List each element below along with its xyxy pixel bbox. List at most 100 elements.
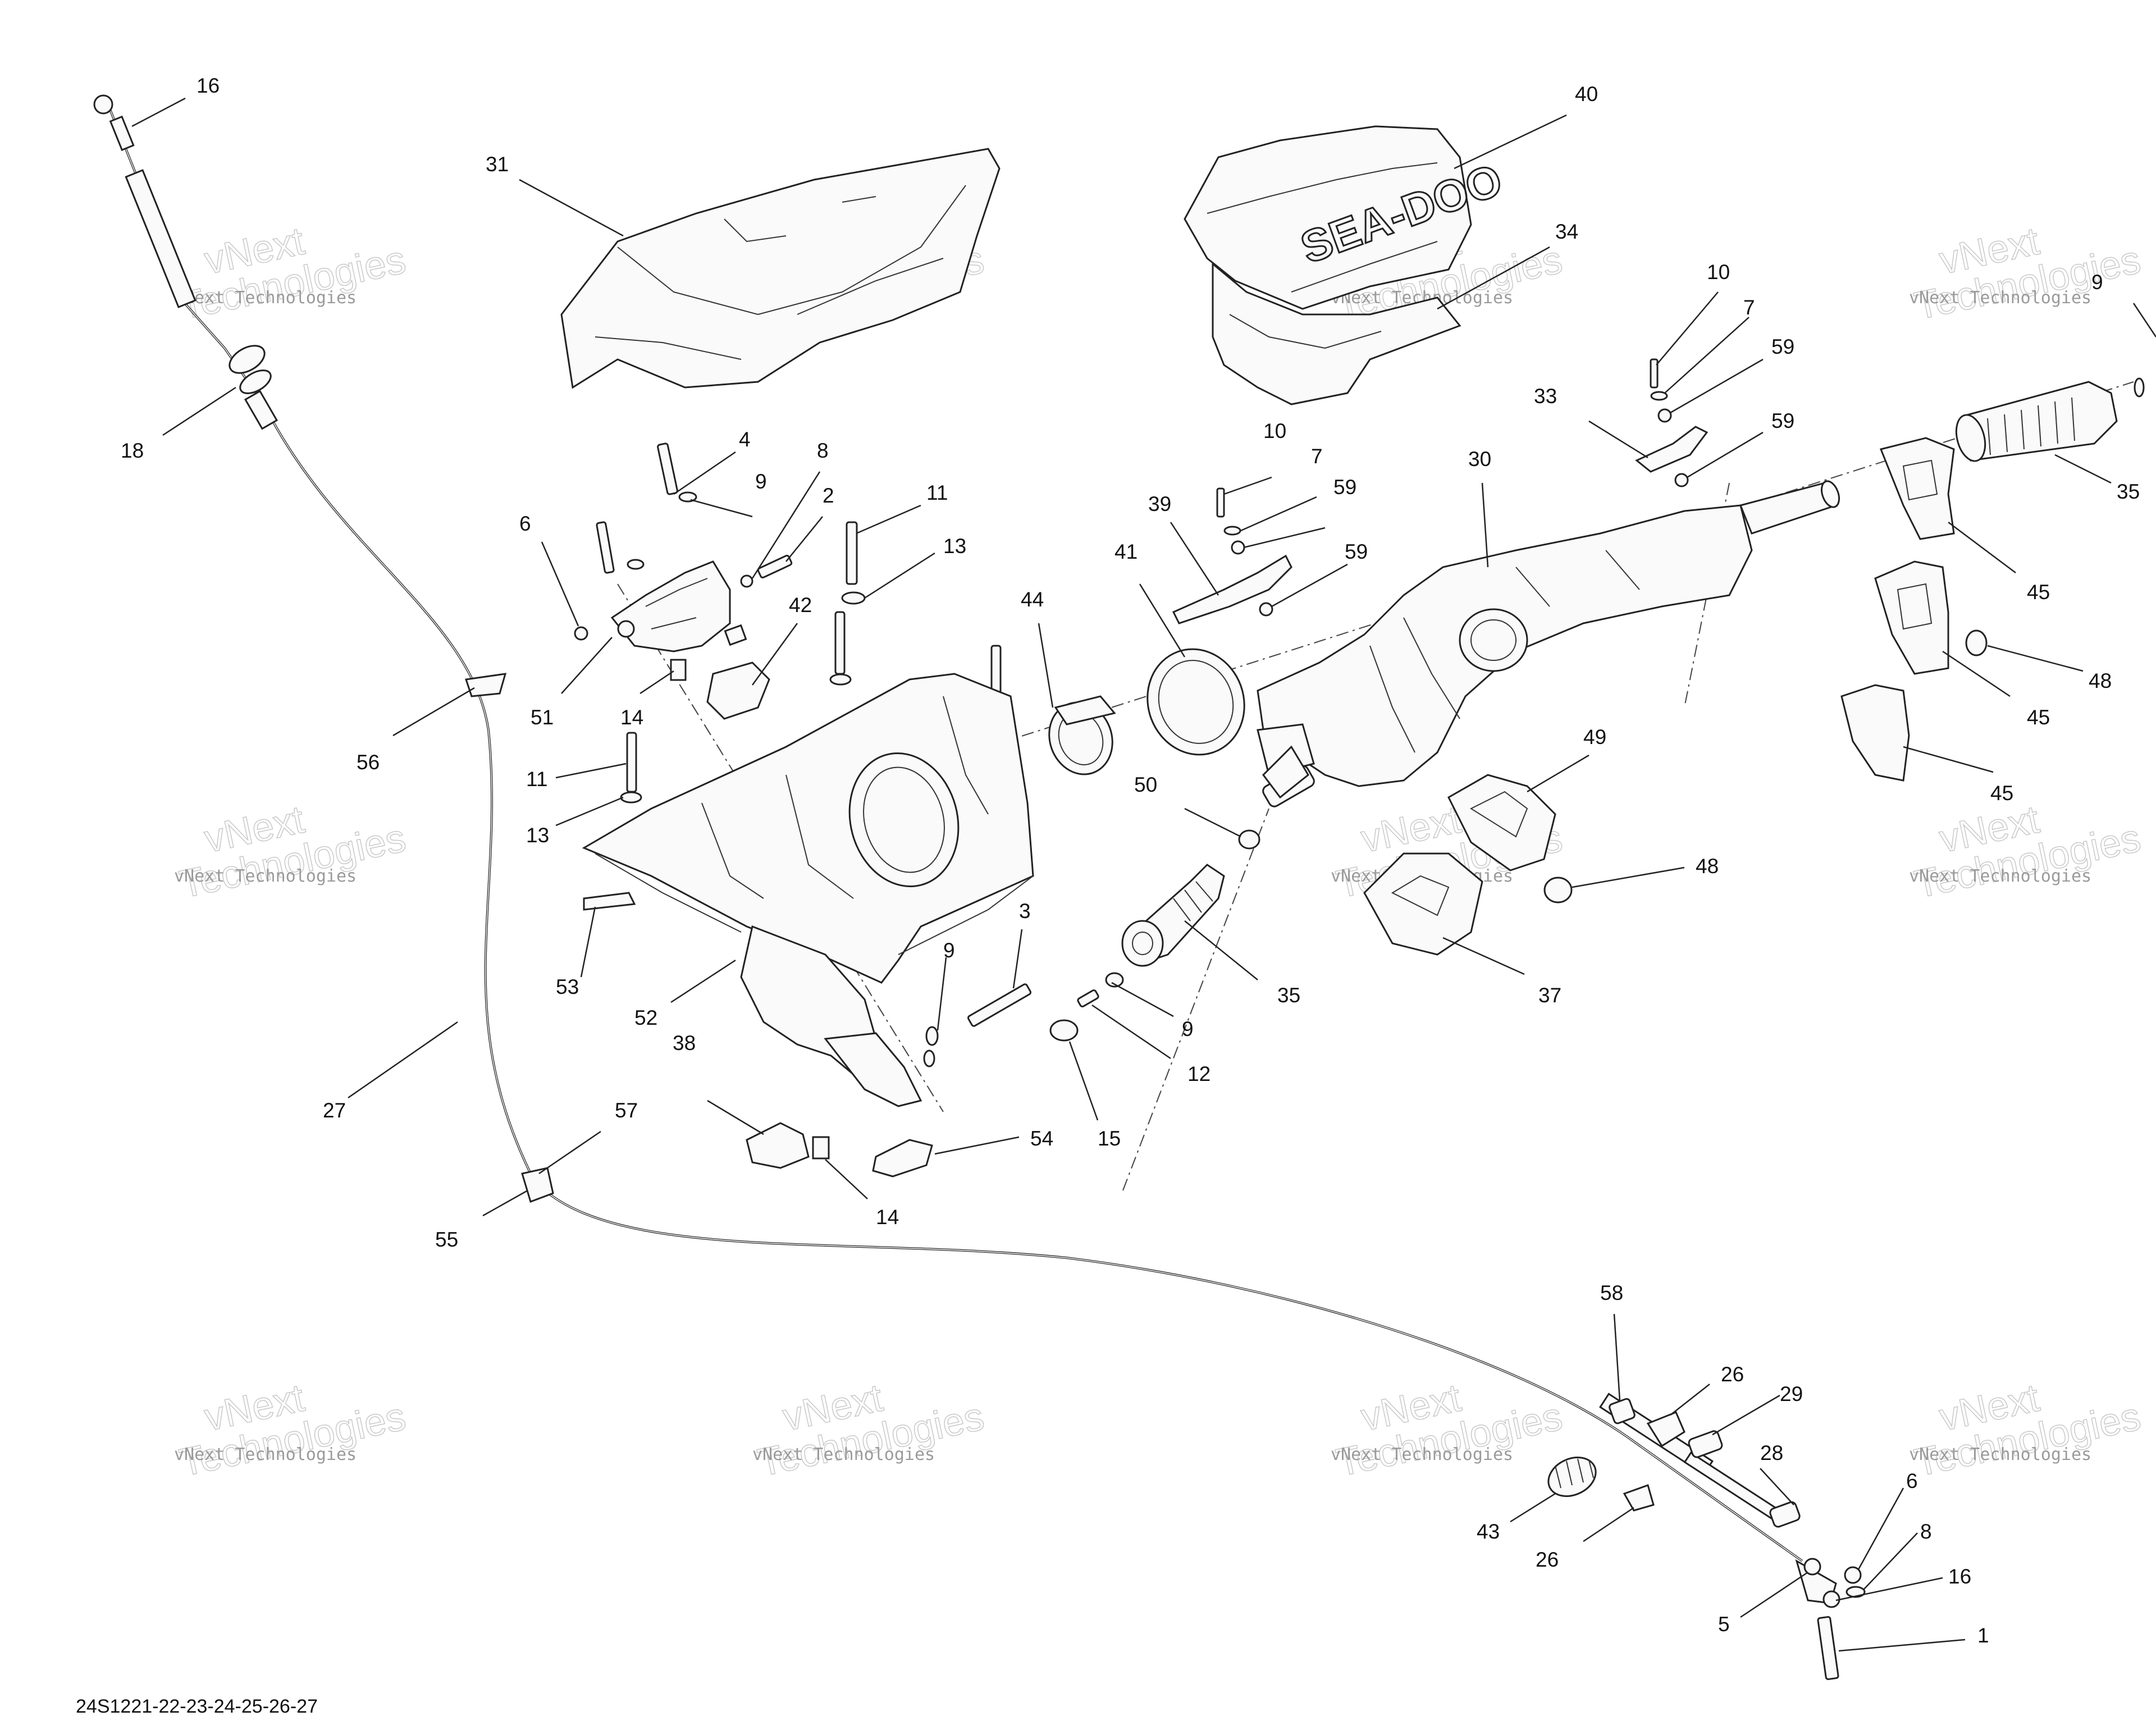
callout-label: 59 (1771, 335, 1794, 358)
callout-label: 5 (1718, 1613, 1730, 1636)
steering-support-52 (582, 673, 1034, 1107)
callout-label: 33 (1534, 385, 1557, 408)
washer-8 (740, 574, 753, 588)
watermark: vNext Technologies vNext Technologies (174, 218, 410, 328)
steering-bracket-51 (610, 560, 731, 652)
callout-label: 8 (1920, 1520, 1932, 1543)
callout-label: 9 (755, 470, 767, 493)
callout-label: 26 (1536, 1548, 1559, 1571)
callout-label: 29 (1780, 1382, 1803, 1405)
callout-label: 52 (634, 1006, 657, 1029)
diagram-reference-code: 24S1221-22-23-24-25-26-27 (76, 1696, 318, 1717)
callout-label: 27 (323, 1099, 346, 1122)
callout-label: 44 (1021, 588, 1044, 611)
callout-label: 11 (526, 768, 547, 791)
switch-33 (1635, 358, 1709, 487)
callout-label: 7 (1743, 296, 1755, 319)
grip-35-left (1049, 829, 1260, 1042)
nut-5 (1803, 1558, 1821, 1576)
callout-label: 3 (1019, 900, 1031, 923)
grommet-54 (872, 1139, 933, 1178)
callout-labels: 16 18 31 40 34 10 7 59 33 59 9 35 4 8 9 … (121, 74, 2140, 1647)
bolt-4 (657, 442, 678, 495)
callout-label: 9 (1182, 1017, 1194, 1041)
callout-label: 37 (1538, 984, 1561, 1007)
bolt-10b (1216, 487, 1225, 518)
grip-35-right (1955, 377, 2145, 462)
callout-label: 10 (1707, 261, 1730, 284)
callout-label: 38 (673, 1032, 696, 1055)
bolt-1 (1817, 1616, 1839, 1680)
callout-label: 43 (1477, 1520, 1500, 1543)
clamp-42 (706, 661, 770, 720)
nut-6 (1844, 1566, 1862, 1584)
watermark: vNext Technologies vNext Technologies (174, 797, 410, 907)
callout-label: 13 (526, 824, 549, 847)
screw-12 (1077, 989, 1099, 1007)
bushing-14b (812, 1136, 830, 1160)
callout-label: 14 (620, 706, 643, 729)
guard-45-b (1874, 560, 1988, 675)
callout-label: 48 (1696, 855, 1719, 878)
clip-26 (1646, 1411, 1685, 1448)
ball-joint-top (93, 94, 113, 115)
callout-label: 55 (435, 1228, 458, 1251)
callout-label: 28 (1760, 1441, 1783, 1464)
bolt-2 (757, 554, 793, 579)
bushing-44 (1048, 695, 1116, 775)
handlebar-30 (1257, 480, 1840, 807)
bolt-10a (1650, 358, 1659, 389)
leader-lines (131, 97, 2156, 1652)
callout-label: 53 (556, 975, 579, 998)
bushing-14 (670, 659, 687, 681)
ring-48 (1965, 629, 1988, 656)
watermark: vNext Technologies vNext Technologies (752, 1375, 988, 1485)
callout-label: 4 (739, 428, 751, 451)
callout-label: 6 (1906, 1470, 1918, 1493)
watermark: vNext Technologies vNext Technologies (174, 1375, 410, 1485)
nut-59d (1259, 602, 1273, 617)
lever-39 (1172, 487, 1292, 624)
callout-label: 2 (823, 484, 834, 507)
callout-label: 12 (1187, 1062, 1211, 1085)
callout-label: 59 (1333, 476, 1356, 499)
guard-45-a (1879, 437, 1955, 540)
guard-45-c (1840, 684, 1910, 782)
guard-37 (1363, 852, 1483, 956)
callout-label: 54 (1030, 1127, 1053, 1150)
callout-label: 41 (1114, 540, 1138, 563)
spacer (724, 624, 747, 646)
callout-label: 14 (876, 1206, 899, 1229)
nut-59b (1674, 473, 1689, 487)
callout-label: 35 (2117, 480, 2140, 503)
clip-26b (1623, 1484, 1655, 1512)
lower-cover-34 (1212, 262, 1461, 405)
washer-9d (1105, 972, 1124, 988)
svg-text:vNext Technologies: vNext Technologies (174, 288, 357, 308)
hardware-left (574, 442, 1008, 804)
ring-41 (1146, 648, 1245, 756)
callout-label: 6 (519, 512, 531, 535)
watermarks: vNext Technologies vNext Technologies vN… (174, 218, 2145, 1485)
callout-label: 16 (1948, 1565, 1971, 1588)
watermark: vNext Technologies vNext Technologies (1331, 1375, 1566, 1485)
watermark: vNext Technologies vNext Technologies (1909, 1375, 2145, 1485)
svg-text:vNext Technologies: vNext Technologies (1909, 1445, 2091, 1464)
callout-label: 9 (2091, 271, 2103, 294)
callout-label: 9 (943, 939, 955, 962)
bolt-11b (834, 611, 846, 675)
upper-cover-31 (560, 148, 1001, 389)
svg-text:vNext Technologies: vNext Technologies (1909, 288, 2091, 308)
callout-label: 34 (1555, 220, 1578, 243)
callout-label: 10 (1263, 419, 1286, 442)
washer-13b (829, 673, 852, 686)
cable-fittings (1547, 1398, 1866, 1680)
callout-label: 13 (943, 535, 966, 558)
bolt-11 (846, 521, 858, 585)
nut-6 (574, 626, 588, 641)
bushing-58 (1609, 1398, 1636, 1425)
svg-text:vNext Technologies: vNext Technologies (1909, 866, 2091, 886)
cap-50 (1238, 829, 1260, 850)
watermark: vNext Technologies vNext Technologies (1909, 797, 2145, 907)
callout-label: 35 (1277, 984, 1300, 1007)
